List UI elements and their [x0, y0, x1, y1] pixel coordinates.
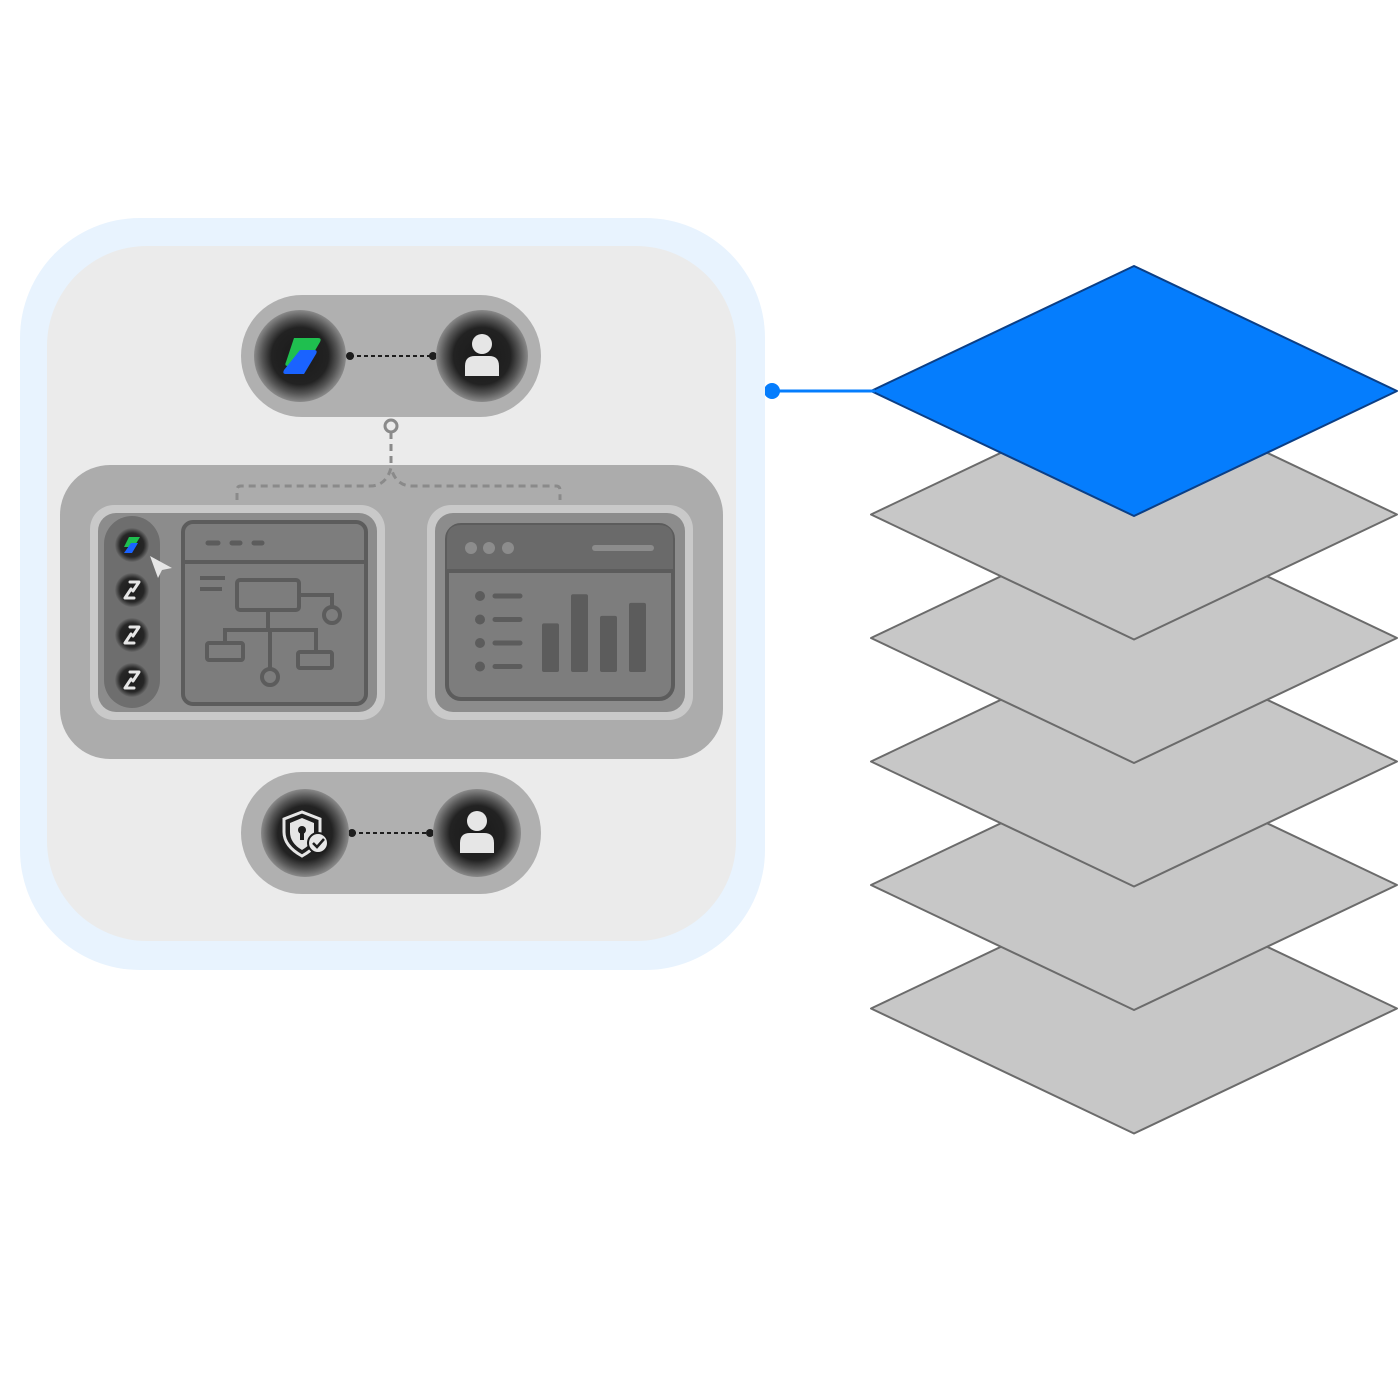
list-bullet	[475, 614, 485, 625]
link-icon	[115, 663, 149, 697]
chart-bar	[571, 594, 588, 672]
chart-bar	[600, 615, 617, 672]
layer-highlighted	[870, 265, 1398, 517]
chart-bar	[542, 623, 559, 672]
list-bullet	[475, 661, 485, 672]
panel-to-layer-connector	[764, 383, 875, 399]
tray-connector	[383, 418, 399, 468]
dashboard-bar-chart	[542, 594, 646, 672]
brand-logo-icon	[254, 310, 346, 402]
link-icon	[115, 573, 149, 607]
workflow-canvas	[181, 520, 368, 706]
flowchart-icon	[200, 576, 342, 687]
dashboard-list	[475, 591, 523, 672]
shield-check-icon	[261, 789, 349, 877]
user-icon	[436, 310, 528, 402]
top-connection-pill	[241, 295, 541, 417]
workflow-sidebar	[104, 516, 160, 708]
chart-bar	[629, 602, 646, 672]
dashboard-window	[427, 505, 693, 720]
user-icon	[433, 789, 521, 877]
module-tray	[60, 462, 723, 759]
brand-logo-icon	[115, 528, 149, 562]
list-bullet	[475, 638, 485, 648]
list-bullet	[475, 591, 485, 601]
tray-branch	[235, 462, 562, 500]
bottom-connection-pill	[241, 772, 541, 894]
workflow-window	[90, 505, 385, 720]
cursor-arrow-icon	[150, 556, 172, 578]
layer-stack	[870, 265, 1398, 1135]
connector-node	[764, 383, 780, 399]
link-icon	[115, 618, 149, 652]
